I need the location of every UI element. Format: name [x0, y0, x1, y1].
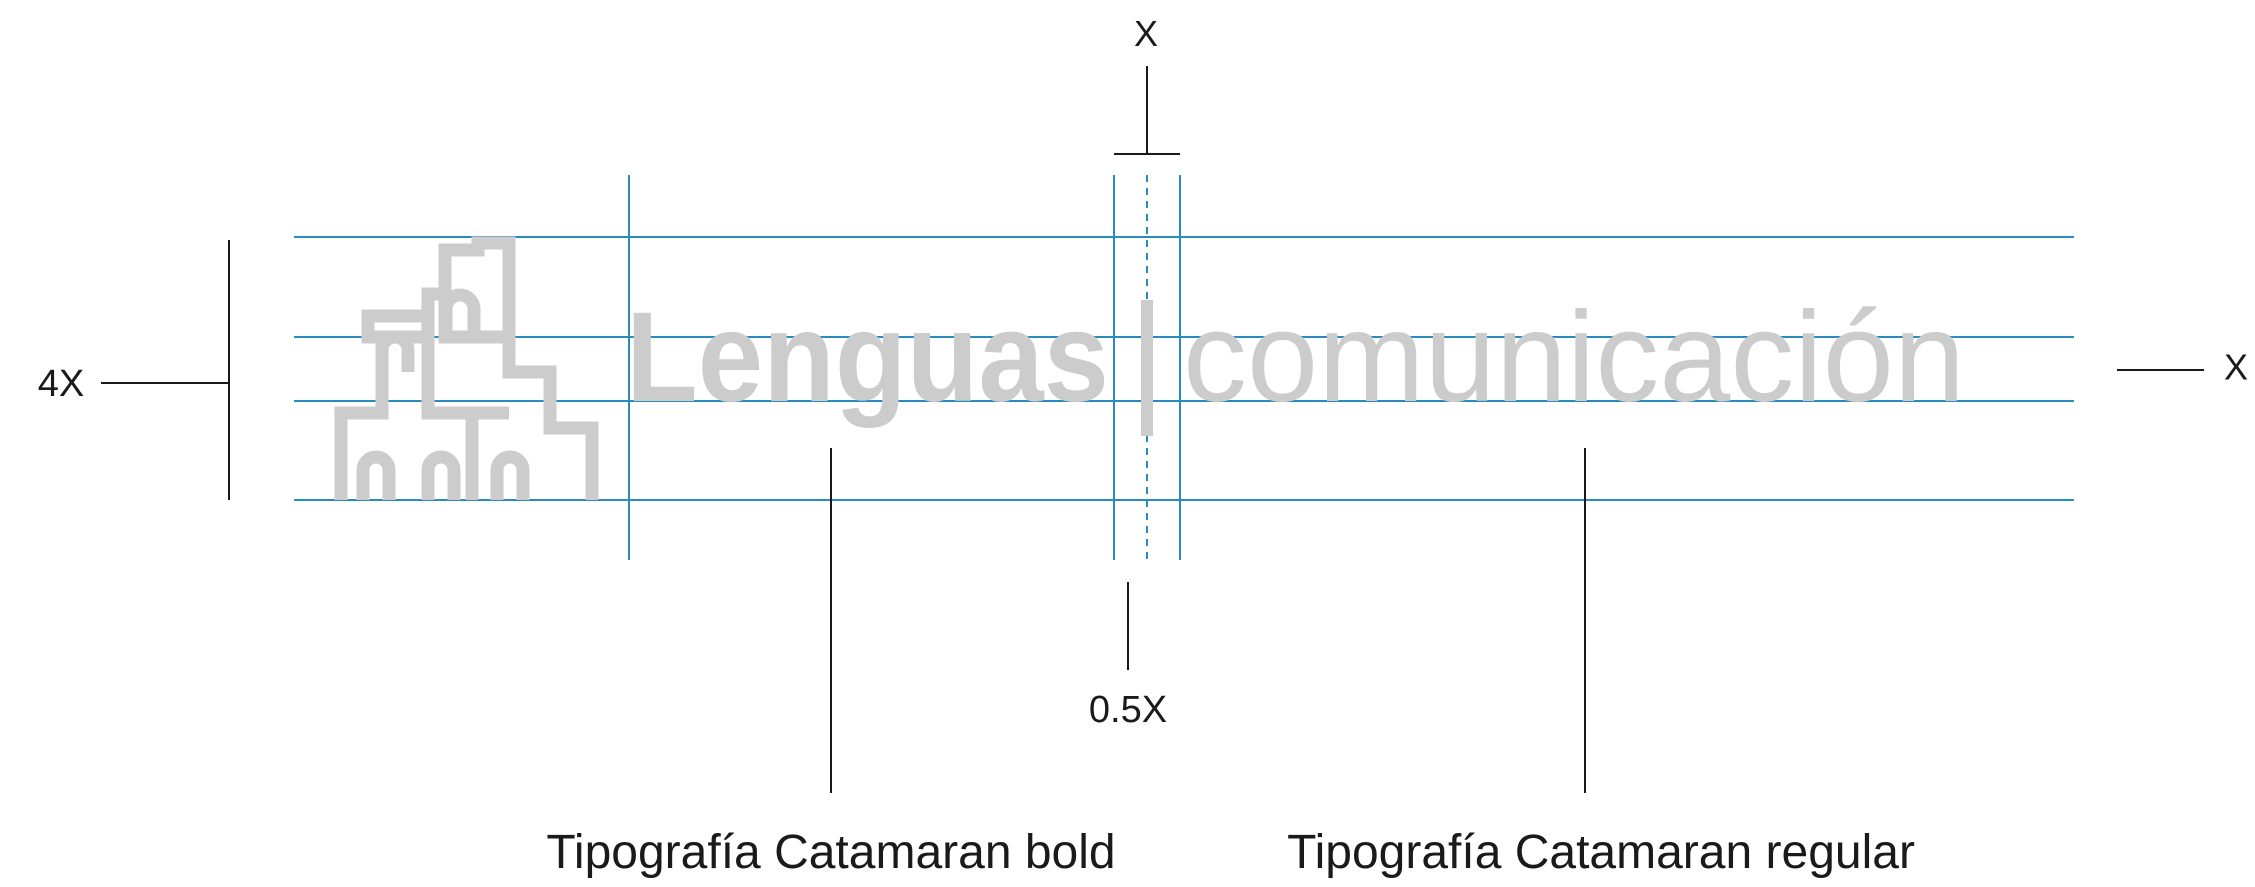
top-measure-label: X: [1134, 13, 1158, 54]
bold-font-caption: Tipografía Catamaran bold: [546, 826, 1115, 879]
wordmark-regular-word: comunicación: [1183, 286, 1965, 429]
wordmark-bold-word: Lenguas: [626, 286, 1109, 429]
bottom-measure-label: 0.5X: [1089, 689, 1167, 731]
right-measure-label: X: [2224, 347, 2248, 388]
left-measure-label: 4X: [38, 363, 84, 405]
wordmark-separator-bar: [1141, 300, 1153, 436]
vertical-guides: [628, 175, 1181, 560]
regular-font-caption: Tipografía Catamaran regular: [1287, 826, 1915, 879]
annotation-lines: [101, 66, 2204, 793]
building-icon: [334, 236, 599, 500]
